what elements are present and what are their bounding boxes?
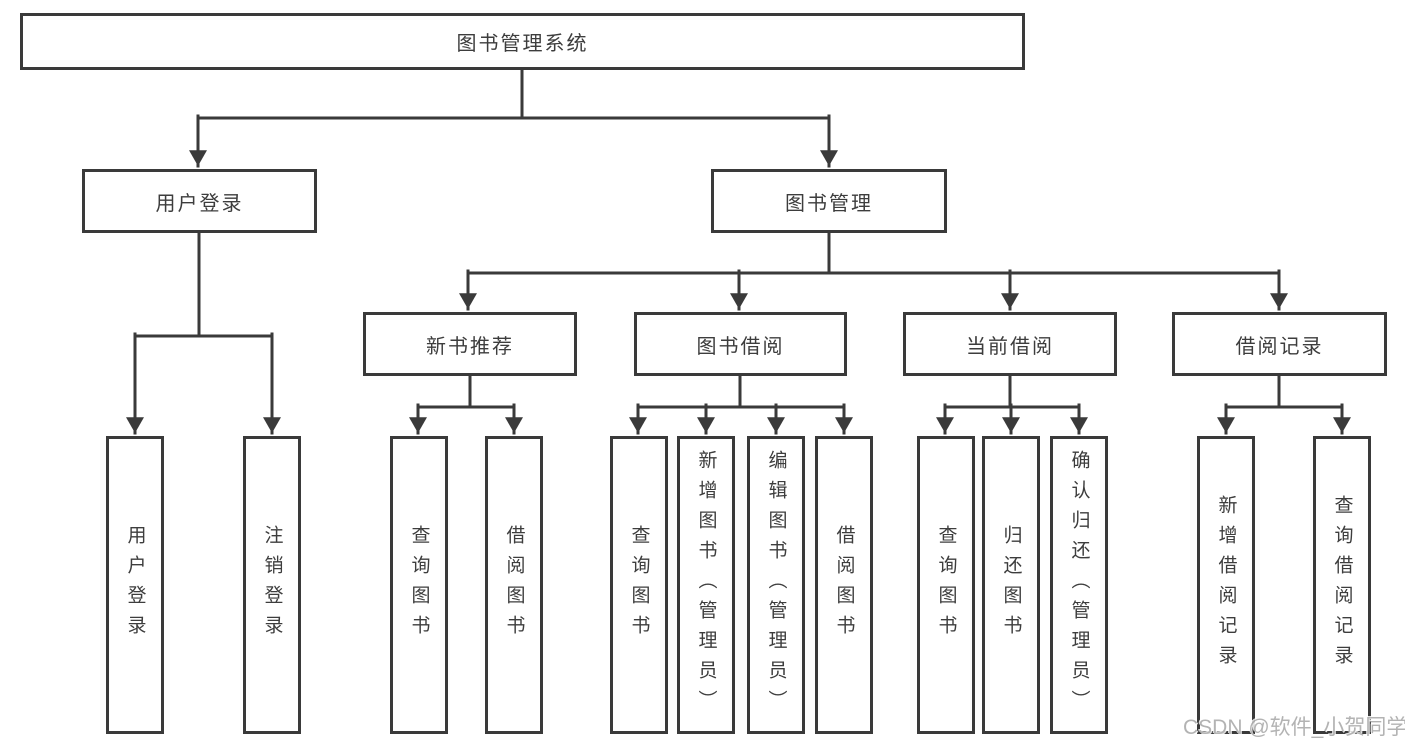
connector-root-to-level2: [189, 68, 838, 168]
node-label: 用户登录: [155, 192, 244, 215]
connector-book-borrow-children: [629, 374, 853, 435]
node-label: 查询图书: [935, 525, 957, 645]
node-user-login: 用户登录: [82, 169, 317, 233]
node-label: 图书管理系统: [456, 33, 589, 55]
node-label: 借阅图书: [833, 525, 855, 645]
node-label: 注销登录: [261, 525, 283, 645]
csdn-watermark: CSDN @软件_小贺同学: [1183, 716, 1405, 739]
leaf-query-borrow-record: 查询借阅记录: [1313, 436, 1371, 734]
leaf-confirm-return-admin: 确认归还（管理员）: [1050, 436, 1108, 734]
leaf-query-books-current: 查询图书: [917, 436, 975, 734]
node-label: 新增借阅记录: [1215, 495, 1237, 675]
connector-user-login-children: [126, 231, 281, 435]
leaf-add-book-admin: 新增图书（管理员）: [677, 436, 735, 734]
node-label: 归还图书: [1000, 525, 1022, 645]
node-new-book-recommend: 新书推荐: [363, 312, 577, 376]
connector-borrow-records-children: [1217, 374, 1351, 435]
node-label: 当前借阅: [966, 335, 1054, 358]
leaf-logout: 注销登录: [243, 436, 301, 734]
leaf-query-books-recommend: 查询图书: [390, 436, 448, 734]
node-label: 编辑图书（管理员）: [765, 450, 787, 720]
node-book-borrow: 图书借阅: [634, 312, 847, 376]
node-current-borrow: 当前借阅: [903, 312, 1117, 376]
node-label: 借阅记录: [1235, 335, 1324, 358]
connector-new-book-recommend-children: [409, 374, 523, 435]
leaf-borrow-books-recommend: 借阅图书: [485, 436, 543, 734]
node-label: 图书借阅: [696, 335, 785, 358]
node-label: 查询图书: [408, 525, 430, 645]
node-book-management: 图书管理: [711, 169, 947, 233]
connector-current-borrow-children: [936, 374, 1088, 435]
node-label: 图书管理: [785, 192, 873, 215]
node-label: 用户登录: [124, 525, 146, 645]
leaf-user-login-action: 用户登录: [106, 436, 164, 734]
leaf-new-borrow-record: 新增借阅记录: [1197, 436, 1255, 734]
leaf-edit-book-admin: 编辑图书（管理员）: [747, 436, 805, 734]
leaf-borrow-books: 借阅图书: [815, 436, 873, 734]
node-label: 查询借阅记录: [1331, 495, 1353, 675]
leaf-query-books-borrow: 查询图书: [610, 436, 668, 734]
leaf-return-books: 归还图书: [982, 436, 1040, 734]
node-label: 新增图书（管理员）: [695, 450, 717, 720]
node-borrow-records: 借阅记录: [1172, 312, 1387, 376]
node-library-management-system: 图书管理系统: [20, 13, 1025, 70]
node-label: 查询图书: [628, 525, 650, 645]
node-label: 新书推荐: [426, 335, 514, 358]
connector-book-management-children: [459, 231, 1288, 311]
node-label: 借阅图书: [503, 525, 525, 645]
node-label: 确认归还（管理员）: [1068, 450, 1090, 720]
